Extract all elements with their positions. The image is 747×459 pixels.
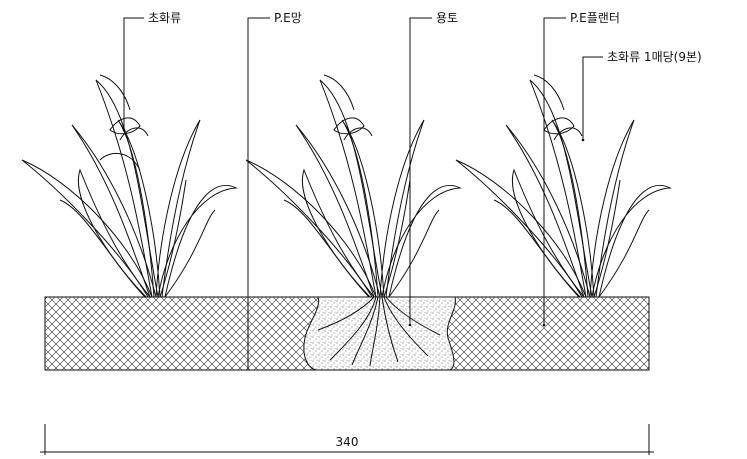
roots — [317, 296, 441, 367]
leader-per-unit — [581, 56, 603, 142]
leader-pe-bag — [247, 17, 270, 297]
label-planter: P.E플랜터 — [570, 11, 620, 25]
dimension-value: 340 — [336, 435, 359, 449]
plant-clump-center — [245, 74, 462, 298]
soil-pocket — [303, 296, 456, 371]
plant-clump-right — [455, 74, 672, 298]
leader-planter — [542, 17, 566, 327]
plant-clump-left — [21, 74, 238, 298]
label-plant: 초화류 — [148, 11, 181, 25]
leader-plant — [122, 17, 144, 132]
dimension-line — [40, 424, 654, 455]
leader-soil — [408, 17, 432, 327]
label-per-unit: 초화류 1매당(9본) — [607, 50, 702, 64]
label-soil: 용토 — [436, 11, 458, 25]
label-pe-bag: P.E망 — [274, 11, 302, 25]
